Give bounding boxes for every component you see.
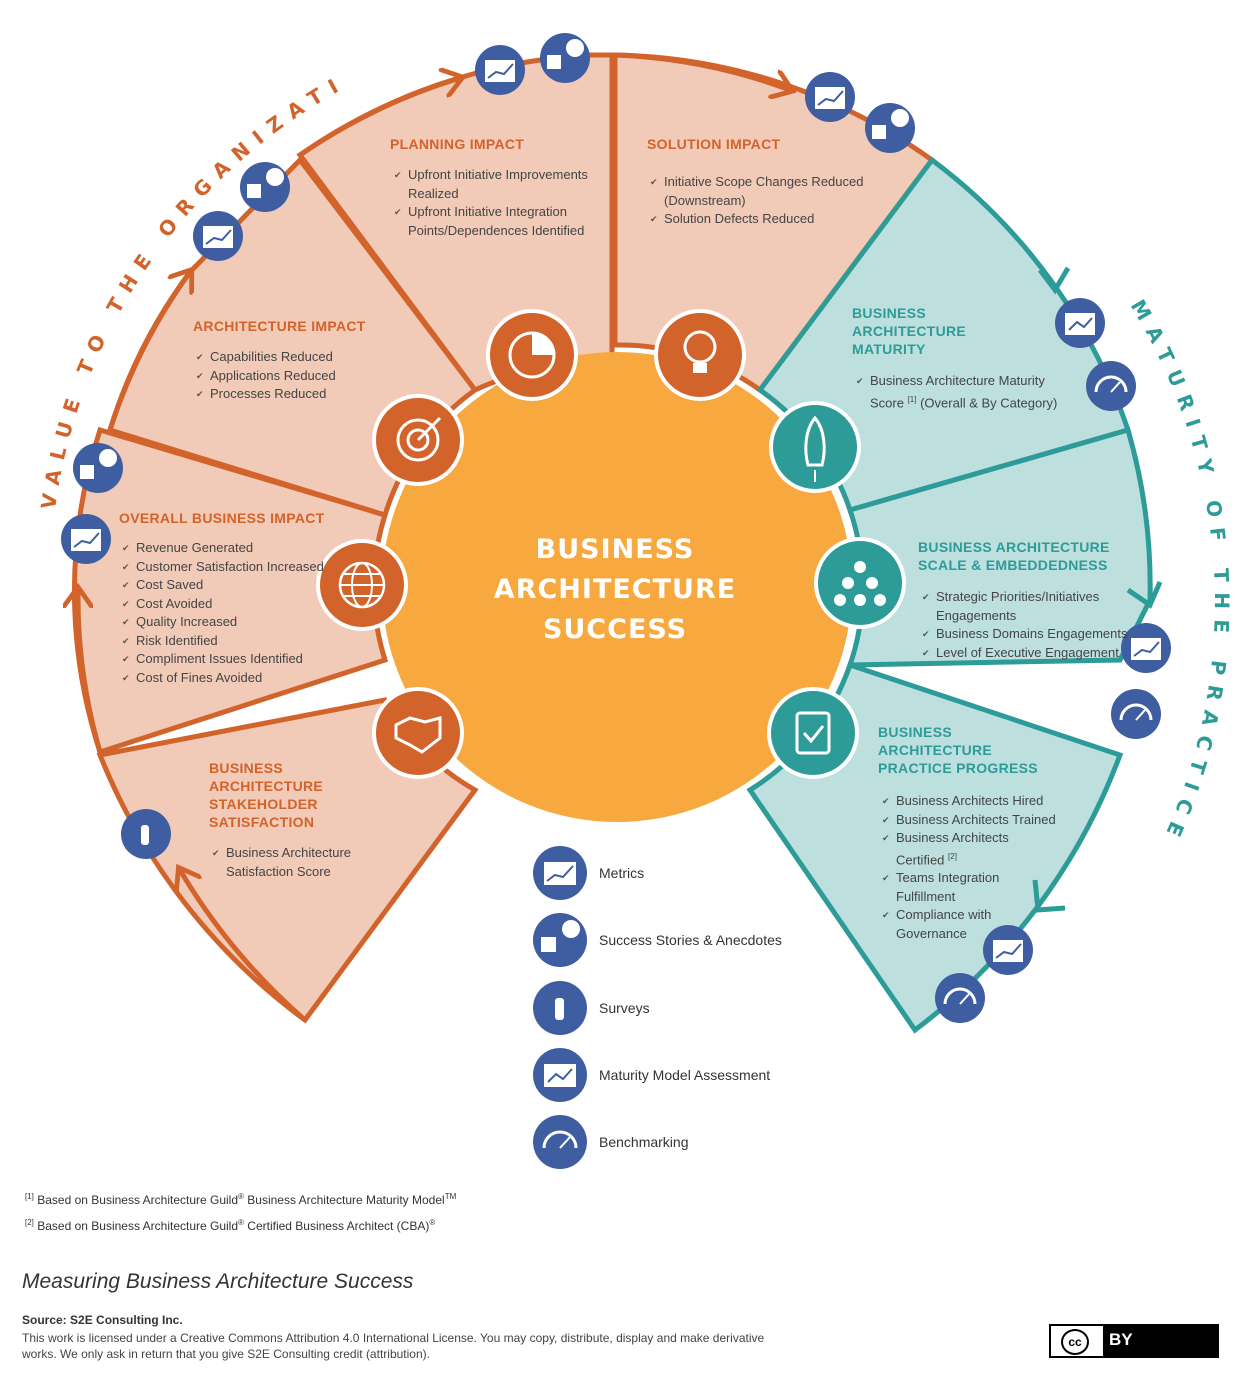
planning-title: PLANNING IMPACT xyxy=(390,136,525,152)
list-item: Cost of Fines Avoided xyxy=(122,669,324,688)
list-item: Strategic Priorities/InitiativesEngageme… xyxy=(922,588,1128,625)
list-item: Compliment Issues Identified xyxy=(122,650,324,669)
metrics-icon xyxy=(193,211,243,261)
figure-caption: Measuring Business Architecture Success xyxy=(22,1270,414,1293)
license-text: This work is licensed under a Creative C… xyxy=(22,1331,765,1361)
legend-label-metrics: Metrics xyxy=(599,865,645,881)
list-item: Cost Avoided xyxy=(122,595,324,614)
handshake-icon xyxy=(372,687,464,779)
maturity-title: BUSINESS ARCHITECTURE MATURITY xyxy=(852,305,967,357)
benchmarking-icon xyxy=(1086,361,1136,411)
footnote-2: [2] Based on Business Architecture Guild… xyxy=(25,1218,436,1233)
center-title: BUSINESS ARCHITECTURE SUCCESS xyxy=(440,530,790,650)
metrics-icon xyxy=(805,72,855,122)
architecture-title: ARCHITECTURE IMPACT xyxy=(193,318,366,334)
center-circle xyxy=(382,352,852,822)
list-item: Solution Defects Reduced xyxy=(650,210,863,229)
by-label: BY xyxy=(1109,1330,1133,1349)
source-line: Source: S2E Consulting Inc. xyxy=(22,1313,183,1327)
benchmarking-icon xyxy=(935,973,985,1023)
surveys-icon xyxy=(533,981,587,1035)
surveys-icon xyxy=(121,809,171,859)
center-title-line: ARCHITECTURE xyxy=(493,574,737,605)
success-stories-icon xyxy=(240,162,290,212)
practice-title: BUSINESS ARCHITECTURE PRACTICE PROGRESS xyxy=(878,724,1038,776)
list-item: Capabilities Reduced xyxy=(196,348,336,367)
success-stories-icon xyxy=(865,103,915,153)
metrics-icon xyxy=(61,514,111,564)
list-item: Business Architects Trained xyxy=(882,811,1056,830)
pie-chart-icon xyxy=(486,309,578,401)
cc-by-badge[interactable]: cc BY xyxy=(1049,1324,1219,1358)
list-item: Processes Reduced xyxy=(196,385,336,404)
scale-list: Strategic Priorities/InitiativesEngageme… xyxy=(922,588,1128,662)
segment-icons xyxy=(316,309,906,779)
success-stories-icon xyxy=(540,33,590,83)
benchmarking-icon xyxy=(1111,689,1161,739)
solution-title: SOLUTION IMPACT xyxy=(647,136,781,152)
overall-list: Revenue Generated Customer Satisfaction … xyxy=(122,539,324,687)
list-item: Risk Identified xyxy=(122,632,324,651)
benchmarking-icon xyxy=(533,1115,587,1169)
list-item: Cost Saved xyxy=(122,576,324,595)
practice-list: Business Architects Hired Business Archi… xyxy=(882,792,1056,943)
rocket-icon xyxy=(769,401,861,493)
lightbulb-icon xyxy=(654,309,746,401)
list-item: Business Domains Engagements xyxy=(922,625,1128,644)
clipboard-check-icon xyxy=(767,687,859,779)
architecture-list: Capabilities Reduced Applications Reduce… xyxy=(196,348,336,404)
metrics-icon xyxy=(475,45,525,95)
legend-label-stories: Success Stories & Anecdotes xyxy=(599,932,782,948)
maturity-model-icon xyxy=(1055,298,1105,348)
overall-title: OVERALL BUSINESS IMPACT xyxy=(119,510,325,526)
globe-icon xyxy=(316,539,408,631)
list-item: Level of Executive Engagement xyxy=(922,644,1128,663)
success-stories-icon xyxy=(73,443,123,493)
list-item: Quality Increased xyxy=(122,613,324,632)
list-item: Business Architects Hired xyxy=(882,792,1056,811)
legend-label-maturity: Maturity Model Assessment xyxy=(599,1067,771,1083)
target-icon xyxy=(372,394,464,486)
list-item: Applications Reduced xyxy=(196,367,336,386)
list-item: Initiative Scope Changes Reduced(Downstr… xyxy=(650,173,863,210)
footnote-1: [1] Based on Business Architecture Guild… xyxy=(25,1192,457,1207)
cc-icon: cc xyxy=(1061,1329,1089,1355)
planning-list: Upfront Initiative ImprovementsRealized … xyxy=(394,166,588,240)
metrics-icon xyxy=(1121,623,1171,673)
scale-title: BUSINESS ARCHITECTURE SCALE & EMBEDDEDNE… xyxy=(918,539,1110,573)
maturity-model-icon xyxy=(533,1048,587,1102)
metrics-icon xyxy=(533,846,587,900)
list-item: Customer Satisfaction Increased xyxy=(122,558,324,577)
center-title-line: BUSINESS xyxy=(535,534,695,565)
stakeholder-title: BUSINESS ARCHITECTURE STAKEHOLDER SATISF… xyxy=(209,760,324,830)
legend-label-surveys: Surveys xyxy=(599,1000,650,1016)
center-title-line: SUCCESS xyxy=(542,614,688,645)
list-item: Revenue Generated xyxy=(122,539,324,558)
list-item: Upfront Initiative IntegrationPoints/Dep… xyxy=(394,203,588,240)
solution-list: Initiative Scope Changes Reduced(Downstr… xyxy=(650,173,863,229)
success-stories-icon xyxy=(533,913,587,967)
team-icon xyxy=(814,537,906,629)
legend-label-benchmarking: Benchmarking xyxy=(599,1134,689,1150)
legend-icons xyxy=(533,846,587,1169)
